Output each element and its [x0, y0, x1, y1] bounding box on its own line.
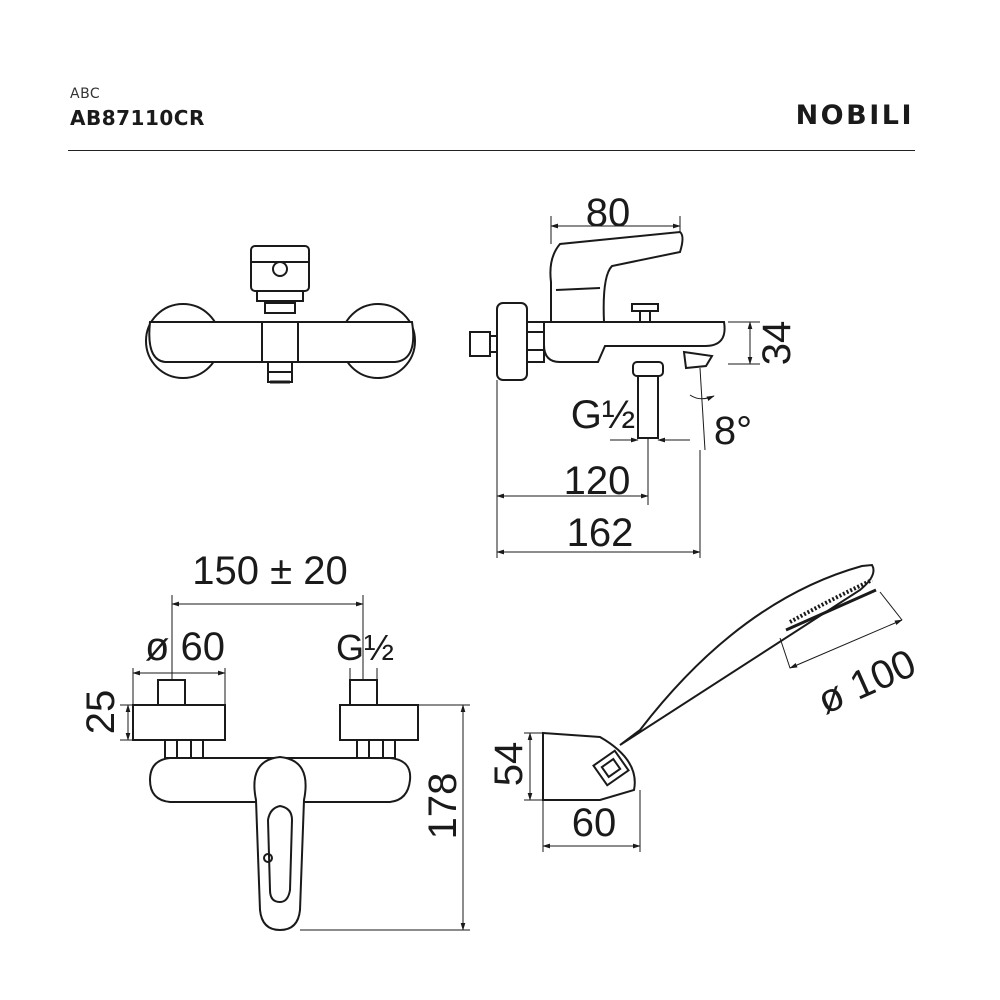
dim-flange-height: 25	[79, 690, 123, 735]
lever-top	[253, 755, 307, 932]
dim-supply-thread: G½	[336, 627, 394, 668]
diverter-side	[639, 310, 651, 323]
right-eccentric-flange	[339, 704, 419, 741]
wall-flange-side	[496, 302, 528, 381]
header-divider	[68, 150, 915, 151]
brand-logo: NOBILI	[795, 100, 914, 131]
dim-total-height: 178	[421, 773, 465, 840]
dim-spout-width: 80	[586, 191, 631, 235]
dim-depth-to-outlet: 120	[564, 459, 631, 503]
model-code: AB87110CR	[70, 106, 205, 130]
front-view	[145, 245, 416, 384]
installation-view	[132, 679, 419, 932]
dim-center-distance: 150 ± 20	[192, 549, 347, 593]
dim-inlet-thread: G½	[571, 393, 635, 437]
aerator	[682, 350, 714, 370]
diverter-knob	[264, 302, 296, 314]
left-eccentric-flange	[132, 704, 226, 741]
hand-shower-view	[542, 563, 877, 801]
hand-shower-handle	[619, 563, 875, 746]
lever-side	[549, 230, 684, 323]
spout-body	[543, 321, 726, 363]
dim-spout-angle: 8°	[714, 409, 752, 453]
dim-holder-height: 54	[487, 742, 531, 787]
dim-body-height: 34	[755, 321, 799, 366]
dim-flange-diameter: ø 60	[145, 625, 225, 669]
series-label: ABC	[70, 86, 101, 102]
side-view	[469, 230, 726, 439]
lever-handle	[250, 245, 310, 292]
shower-connector	[637, 375, 659, 439]
dim-shower-head-diameter: ø 100	[811, 641, 922, 723]
dim-total-depth: 162	[567, 511, 634, 555]
dim-holder-depth: 60	[572, 801, 617, 845]
